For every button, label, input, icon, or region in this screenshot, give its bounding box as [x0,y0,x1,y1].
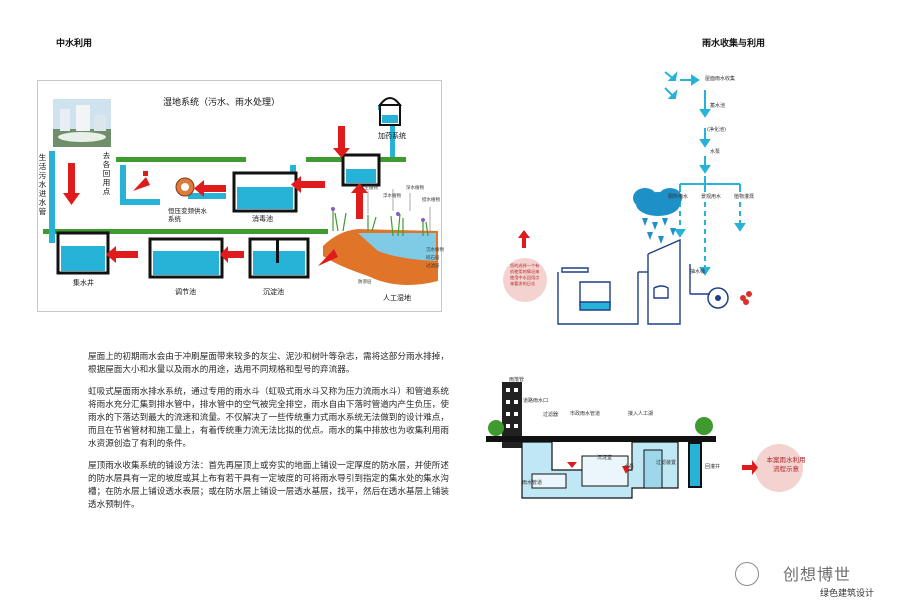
regulation-tank [148,237,224,279]
wetland-illustration [43,97,438,285]
flow-node-landscape: 景观用水 [701,194,722,200]
wetland-plants [332,209,429,237]
plant-label-5: 沉水植物 [426,248,444,253]
pink-note [503,230,547,302]
wechat-icon [735,562,759,586]
callout-text: 本案雨水利用流程示意 [766,456,806,473]
wetland-basin [323,229,438,285]
callout-marker [742,444,803,492]
recharge-well-label: 回灌井 [705,464,721,470]
plant-label-2: 深水植物 [406,186,424,191]
dosing-tank [378,97,402,126]
wetland-label: 人工湿地 [383,294,411,302]
flow-node-roof: 屋面雨水收集 [705,76,736,82]
flow-node-irrigation: 植物灌溉 [734,194,755,200]
section-trees [488,417,713,436]
pump-label: 恒压变频供水系统 [168,207,207,223]
settling-label: 沉淀池 [263,288,284,296]
house-section [557,238,710,325]
wetland-diagram: 湿地系统（污水、雨水处理） 生活污水进水管 去各回用点 加药系统 恒压变频供水系… [37,80,444,312]
annotation-lines [367,189,431,231]
toilet-tank-label: 抽水桶 [690,269,706,275]
plant-label-6: 砾石层 [426,256,440,261]
rainwater-flow-diagram [503,71,752,325]
filter-label: 过滤器 [543,412,559,418]
pump-label-section: 水泵 [624,464,635,470]
flow-node-pump: 水泵 [710,149,721,155]
wetland-flowers [331,207,425,222]
plant-label-1: 水生植物 [360,186,378,191]
plant-label-4: 挺水植物 [422,198,440,203]
downpipe-label: 雨落管 [509,377,525,383]
municipal-pipe-label: 市政雨水管道 [570,411,601,417]
building-photo [53,99,111,147]
flow-node-toilet: 厕所用水 [668,194,689,200]
rain-pipe-label: 雨水管道 [522,480,543,486]
collection-well-label: 集水井 [73,279,94,287]
flow-node-tank: 蓄水池 [710,103,726,109]
building-tower [502,382,522,448]
plant-label-8: 过滤层 [426,264,440,269]
wetland-title: 湿地系统（污水、雨水处理） [163,98,281,108]
paragraph-3: 屋顶雨水收集系统的铺设方法：首先再屋顶上或夯实的地面上铺设一定厚度的防水层，并使… [88,461,449,510]
reuse-point-label: 去各回用点 [102,151,111,196]
paragraph-1: 屋面上的初期雨水会由于冲刷屋面带来较多的灰尘、泥沙和树叶等杂志，需将这部分雨水排… [88,352,449,375]
disinfection-label: 消毒池 [252,215,273,223]
disinfection-tank [232,171,298,213]
hose-reel [707,287,752,309]
flow-node-purify: (净化池) [707,127,726,133]
filter-tank-label: 过滤装置 [656,460,677,466]
rain-cloud [633,188,682,216]
flow-arrows [63,126,368,266]
settling-tank [248,237,310,279]
right-section-title: 雨水收集与利用 [702,39,766,49]
flow-arrows-blue [664,71,746,276]
road-inlet-label: 道路雨水口 [523,398,549,404]
plant-label-3: 浮水植物 [383,194,401,199]
upper-tank [341,153,381,187]
watermark-brand: 创想博世 [783,565,852,584]
dosing-label: 加药系统 [378,132,406,140]
watermark-sub: 绿色建筑设计 [820,589,875,599]
paragraph-2: 虹吸式屋面雨水排水系统，通过专用的雨水斗（虹吸式雨水斗又称为压力流雨水斗）和管道… [88,387,449,449]
section-arrows [567,462,630,474]
pump-station [175,177,195,197]
rain-drops [642,218,676,244]
inflow-pipe-label: 生活污水进水管 [38,153,47,216]
wetland-inlet-label: 接入人工湖 [628,411,654,417]
settling-room-label: 沉淀室 [597,455,613,461]
plant-label-7: 防渗层 [358,280,372,285]
rainwater-section-diagram [486,382,716,499]
ground-section [486,436,716,499]
pink-note-text: 您的选择一个有机使用的情况来使用中水回用点来要求的日志 [510,263,540,286]
left-section-title: 中水利用 [56,39,93,49]
collection-well [56,231,110,275]
regulation-label: 调节池 [175,288,196,296]
